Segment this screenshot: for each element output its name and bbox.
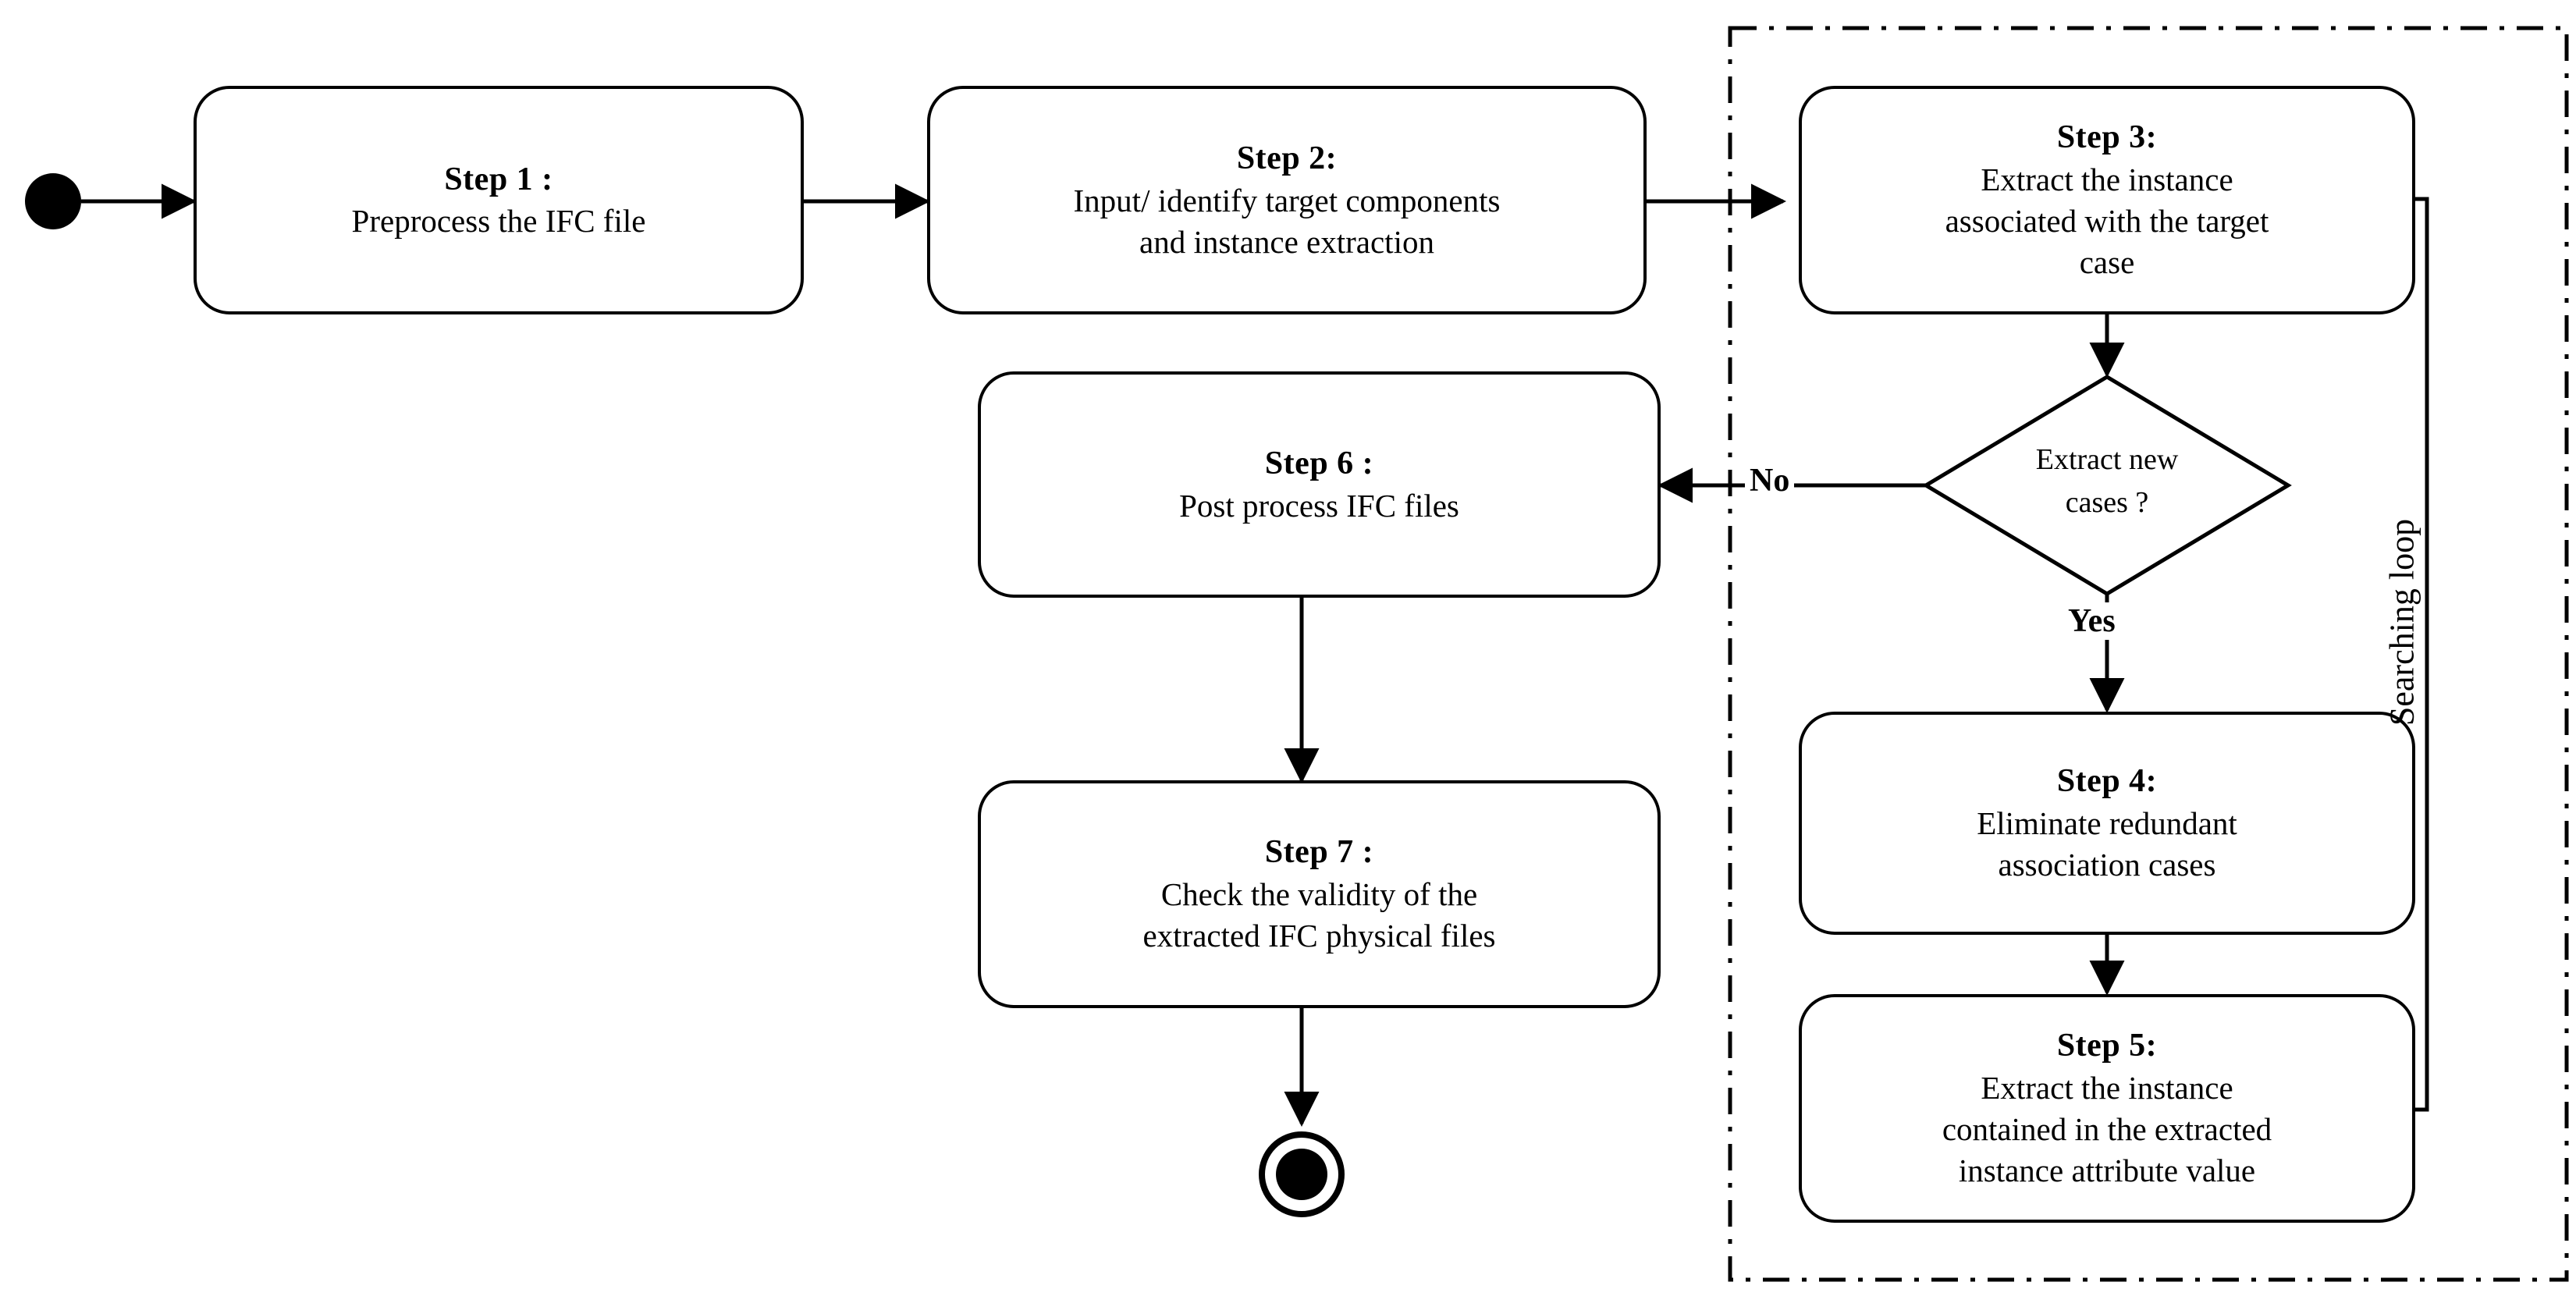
node-step4-line-1: Eliminate redundant [1977,805,2237,841]
node-step7[interactable]: Step 7 : Check the validity of the extra… [978,780,1661,1008]
edge-label-no: No [1745,462,1795,499]
searching-loop-label: Searching loop [2382,518,2421,726]
node-step6-line-1: Post process IFC files [1179,487,1459,524]
node-step3-line-1: Extract the instance [1981,161,2233,197]
edge-label-yes: Yes [2063,602,2120,640]
node-step6-title: Step 6 : [1264,446,1374,482]
node-step2-line-1: Input/ identify target components [1073,182,1501,218]
node-step3-line-2: associated with the target [1945,203,2269,240]
node-step1[interactable]: Step 1 : Preprocess the IFC file [194,86,804,314]
node-step2-title: Step 2: [1236,140,1338,176]
node-step5-line-1: Extract the instance [1981,1069,2233,1106]
node-step7-line-2: extracted IFC physical files [1142,918,1496,954]
node-step4-title: Step 4: [2056,763,2158,800]
node-step3[interactable]: Step 3: Extract the instance associated … [1799,86,2415,314]
node-step7-title: Step 7 : [1264,834,1374,871]
node-step4[interactable]: Step 4: Eliminate redundant association … [1799,712,2415,935]
node-step1-line-1: Preprocess the IFC file [351,203,646,240]
node-step5-line-2: contained in the extracted [1942,1111,2272,1148]
node-step1-title: Step 1 : [444,161,553,197]
node-step7-line-1: Check the validity of the [1160,876,1478,912]
node-step3-line-3: case [2079,244,2135,281]
decision-line-1: Extract new [2035,443,2179,476]
start-node [25,173,81,229]
edge-step5-loop-back-to-step3 [1810,181,2429,1112]
node-step5-title: Step 5: [2056,1028,2158,1064]
node-step5-line-3: instance attribute value [1958,1153,2256,1189]
node-step2-line-2: and instance extraction [1139,223,1434,260]
searching-loop-region [1728,26,2569,1282]
end-node-core [1276,1149,1327,1200]
node-step3-title: Step 3: [2056,119,2158,156]
node-step2[interactable]: Step 2: Input/ identify target component… [927,86,1647,314]
decision-label: Extract new cases ? [1982,439,2232,524]
node-step4-line-2: association cases [1998,847,2216,883]
node-step5[interactable]: Step 5: Extract the instance contained i… [1799,994,2415,1223]
decision-line-2: cases ? [2065,486,2149,520]
node-step6[interactable]: Step 6 : Post process IFC files [978,371,1661,598]
